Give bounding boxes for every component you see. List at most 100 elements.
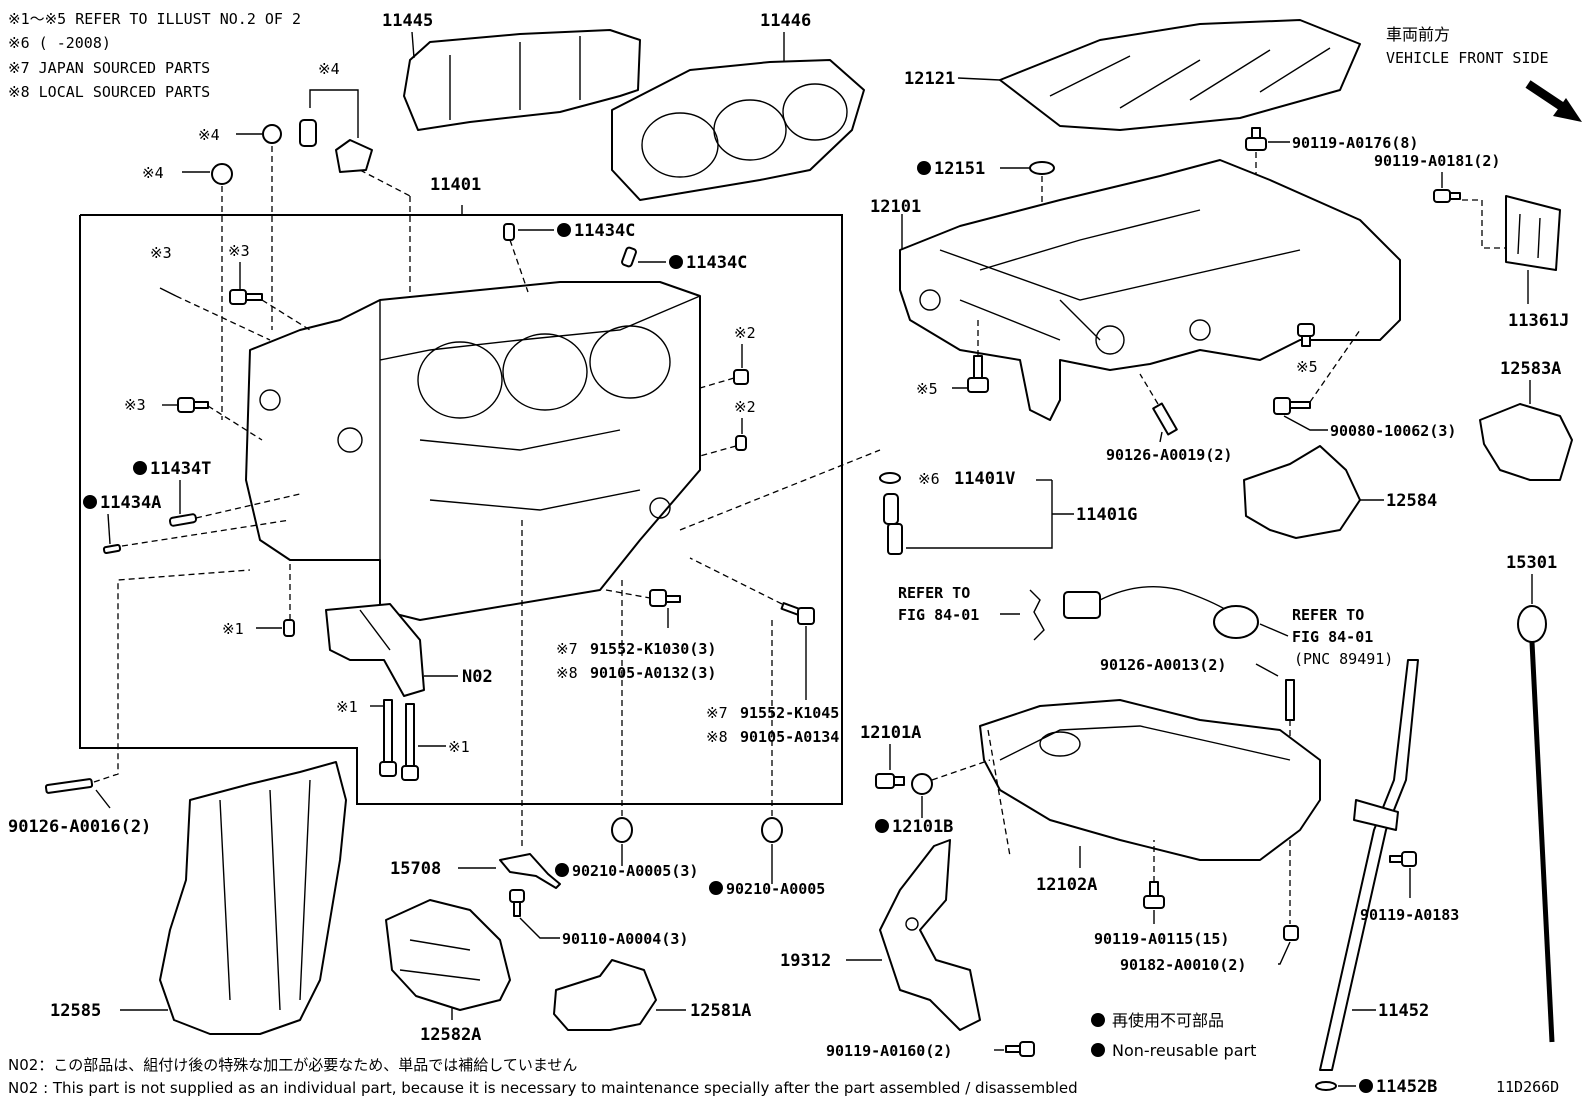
part-12584-insulator[interactable] [1243, 445, 1361, 539]
part-12582a-insulator[interactable] [385, 899, 511, 1011]
part-15301-dipstick[interactable] [1517, 605, 1555, 1043]
part-bolt-3c[interactable] [177, 397, 209, 413]
mark-8a: ※8 [556, 664, 578, 682]
part-11401-cylinder-block[interactable] [245, 281, 701, 621]
part-90119-a0181-bolt[interactable] [1433, 189, 1461, 203]
cylinder-block-frame [79, 214, 843, 805]
label-12151: 12151 [934, 159, 985, 179]
mark-5a: ※5 [916, 380, 938, 398]
label-19312: 19312 [780, 951, 831, 971]
part-bolt-5a[interactable] [967, 355, 989, 393]
part-90119-a0183-bolt[interactable] [1389, 851, 1417, 867]
part-15708-oil-jet[interactable] [499, 853, 561, 889]
nonreusable-dot-90210-3 [555, 863, 569, 877]
note-refer-illust: ※1～※5 REFER TO ILLUST NO.2 OF 2 [8, 10, 301, 28]
part-90126-a0019-stud[interactable] [1152, 402, 1178, 436]
part-90119-a0176-bolt[interactable] [1245, 127, 1267, 151]
part-11401g-sensor[interactable] [883, 493, 903, 555]
label-12101: 12101 [870, 197, 921, 217]
part-washer-90210-a0005[interactable] [761, 817, 783, 843]
part-12121-baffle-plate[interactable] [999, 19, 1361, 131]
part-11452b-o-ring[interactable] [1315, 1081, 1337, 1091]
label-11434c-a: 11434C [574, 221, 635, 241]
label-12102a: 12102A [1036, 875, 1097, 895]
nonreusable-dot-11452b [1359, 1079, 1373, 1093]
refer1-line2: FIG 84-01 [898, 606, 979, 624]
part-12583a-insulator[interactable] [1479, 403, 1573, 481]
refer2-line2: FIG 84-01 [1292, 628, 1373, 646]
legend-en: Non-reusable part [1112, 1041, 1256, 1060]
mark-2a: ※2 [734, 324, 756, 342]
nonreusable-dot-11434t [133, 461, 147, 475]
part-12101a-drain-plug[interactable] [875, 773, 905, 789]
part-pin-2a[interactable] [733, 369, 749, 385]
label-12101a: 12101A [860, 723, 921, 743]
part-11434t-pin[interactable] [168, 513, 198, 527]
label-12585: 12585 [50, 1001, 101, 1021]
part-90080-10062-bolt[interactable] [1273, 397, 1311, 415]
label-91552-k1030: 91552-K1030(3) [590, 640, 716, 658]
footnote-jp: N02：この部品は、組付け後の特殊な加工が必要なため、単品では補給していません [8, 1056, 577, 1074]
part-19312-baffle[interactable] [879, 839, 981, 1031]
part-washer-a[interactable] [262, 124, 282, 144]
refer1-bracket-icon [1029, 589, 1045, 641]
legend-jp: 再使用不可部品 [1112, 1011, 1224, 1030]
mark-2b: ※2 [734, 398, 756, 416]
part-long-bolt-b[interactable] [401, 703, 419, 781]
part-90182-a0010-nut[interactable] [1283, 925, 1299, 941]
part-n02-bearing-cap[interactable] [325, 603, 425, 697]
part-12102a-oil-pan[interactable] [979, 699, 1321, 861]
label-12121: 12121 [904, 69, 955, 89]
part-washer-b[interactable] [211, 163, 233, 185]
part-90119-a0115-bolt[interactable] [1143, 881, 1165, 909]
label-11446: 11446 [760, 11, 811, 31]
label-90105-a0132: 90105-A0132(3) [590, 664, 716, 682]
part-90126-a0013-stud[interactable] [1285, 679, 1295, 721]
part-oil-level-sensor-harness[interactable] [1063, 586, 1259, 639]
refer1-line1: REFER TO [898, 584, 970, 602]
label-90182-a0010: 90182-A0010(2) [1120, 956, 1246, 974]
label-12101b: 12101B [892, 817, 953, 837]
label-90126-a0013: 90126-A0013(2) [1100, 656, 1226, 674]
part-11445-insulator[interactable] [403, 29, 641, 131]
part-90126-a0016-stud[interactable] [44, 778, 94, 794]
part-12101b-gasket[interactable] [911, 773, 933, 795]
part-11452-dipstick-guide[interactable] [1319, 659, 1419, 1071]
part-12151-o-ring[interactable] [1029, 161, 1055, 175]
part-12101-oil-pan-upper[interactable] [899, 159, 1401, 421]
part-bolt-3b[interactable] [229, 289, 263, 305]
part-11434a-pin[interactable] [102, 543, 122, 555]
mark-3c: ※3 [124, 396, 146, 414]
vehicle-front-jp: 車両前方 [1386, 25, 1450, 44]
part-knock-sensor[interactable] [299, 119, 373, 173]
label-90126-a0019: 90126-A0019(2) [1106, 446, 1232, 464]
part-11446-insulator[interactable] [611, 59, 865, 201]
part-bolt-91552-k1045[interactable] [780, 602, 815, 625]
part-bolt-5b[interactable] [1297, 323, 1315, 347]
part-11361j-cover[interactable] [1505, 195, 1561, 271]
part-90110-a0004-bolt[interactable] [509, 889, 525, 917]
part-11401v-o-ring[interactable] [879, 472, 901, 484]
refer2-line3: (PNC 89491) [1294, 650, 1393, 668]
part-11434c-pin-a[interactable] [503, 223, 515, 241]
part-bolt-91552-k1030[interactable] [649, 589, 681, 607]
part-12585-insulator[interactable] [159, 761, 347, 1035]
vehicle-front-arrow-icon [1525, 80, 1582, 122]
note-local-sourced: ※8 LOCAL SOURCED PARTS [8, 83, 210, 101]
nonreusable-dot-12151 [917, 161, 931, 175]
part-pin-2b[interactable] [735, 435, 747, 451]
mark-1a: ※1 [222, 620, 244, 638]
part-11434c-pin-b[interactable] [621, 246, 637, 268]
label-90119-a0176: 90119-A0176(8) [1292, 134, 1418, 152]
part-90119-a0160-bolt[interactable] [1005, 1041, 1035, 1057]
label-11401g: 11401G [1076, 505, 1137, 525]
part-12581a-insulator[interactable] [553, 959, 657, 1031]
label-90126-a0016: 90126-A0016(2) [8, 817, 151, 837]
part-washer-90210-a0005-3[interactable] [611, 817, 633, 843]
label-11452: 11452 [1378, 1001, 1429, 1021]
note-year-range: ※6 ( -2008) [8, 34, 111, 52]
legend-dot-jp [1091, 1013, 1105, 1027]
label-12582a: 12582A [420, 1025, 481, 1045]
part-long-bolt-a[interactable] [379, 699, 397, 777]
part-dowel-1a[interactable] [283, 619, 295, 637]
